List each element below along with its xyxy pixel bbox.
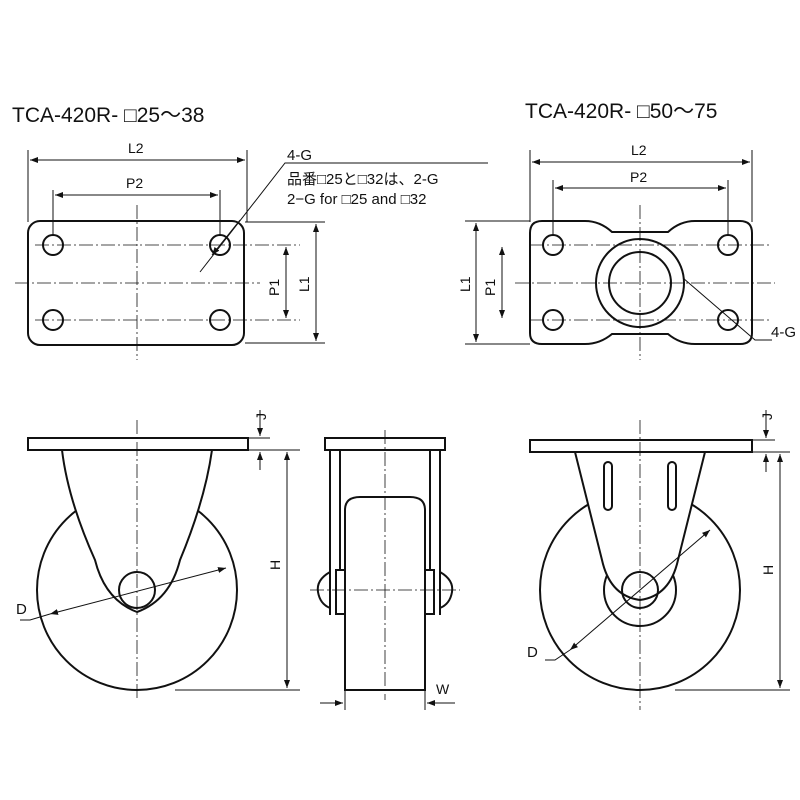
- dim-p2-right: P2: [630, 169, 647, 185]
- title-left: TCA-420R- □25～38: [12, 104, 204, 127]
- note-line1: 品番□25と□32は、2-G: [287, 171, 439, 188]
- note-line2: 2−G for □25 and □32: [287, 191, 426, 208]
- dim-l1-right: L1: [457, 276, 473, 292]
- dim-p2-left: P2: [126, 175, 143, 191]
- dim-w: W: [436, 681, 450, 697]
- dim-d-right: D: [527, 644, 538, 661]
- dim-l2-left: L2: [128, 140, 144, 156]
- dim-l1-left: L1: [296, 276, 312, 292]
- dim-j-left: J: [253, 413, 269, 420]
- title-right: TCA-420R- □50～75: [525, 100, 717, 123]
- top-plate-large: L2 P2 L1 P1 4-G: [457, 142, 796, 360]
- top-plate-small: L2 P2 P1 L1 4-G 品番□25と□32は、2-G 2−G for □…: [15, 140, 488, 360]
- hole-label-4g-left: 4-G: [287, 147, 312, 164]
- dim-h-right: H: [760, 565, 776, 575]
- dim-d-left: D: [16, 601, 27, 618]
- dim-p1-right: P1: [482, 279, 498, 296]
- dim-h-left: H: [267, 560, 283, 570]
- dim-l2-right: L2: [631, 142, 647, 158]
- side-view-large: J H D: [527, 410, 790, 710]
- hole-label-4g-right: 4-G: [771, 324, 796, 341]
- dim-p1-left: P1: [266, 279, 282, 296]
- dim-j-right: J: [759, 413, 775, 420]
- front-view: W: [310, 430, 460, 710]
- side-view-small: J H D: [16, 410, 300, 700]
